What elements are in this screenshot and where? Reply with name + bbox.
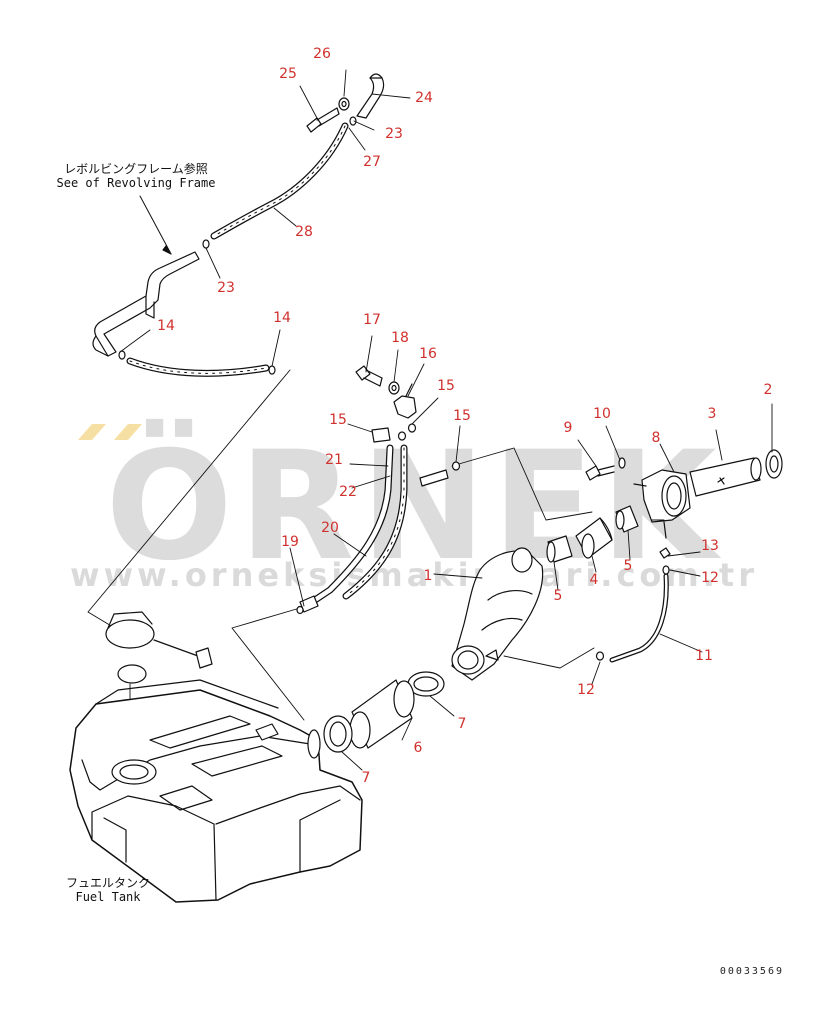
fitting-19 (296, 595, 319, 615)
strainer-3 (689, 457, 762, 497)
clamps-15 (371, 423, 461, 471)
callout-8: 8 (651, 430, 661, 446)
callout-19: 19 (281, 534, 299, 550)
filler-neck-8 (633, 469, 691, 539)
callout-22: 22 (339, 484, 357, 500)
fuel-tank (69, 679, 363, 903)
callout-24: 24 (415, 90, 433, 106)
cap-2 (765, 449, 783, 479)
hoses-20-21-22 (308, 444, 449, 606)
bolt-9 (585, 465, 615, 481)
callout-15b: 15 (329, 412, 347, 428)
callout-14b: 14 (273, 310, 291, 326)
callout-15c: 15 (453, 408, 471, 424)
clamp-5-left (546, 535, 573, 563)
callout-11: 11 (695, 648, 713, 664)
callout-18: 18 (391, 330, 409, 346)
callout-23b: 23 (385, 126, 403, 142)
fuel-tank-caption-jp: フュエルタンク (65, 876, 151, 890)
callout-14a: 14 (157, 318, 175, 334)
callout-16: 16 (419, 346, 437, 362)
drawing-number: 00033569 (719, 966, 784, 977)
elbow-16 (393, 383, 417, 419)
callout-7a: 7 (457, 716, 467, 732)
hose-14 (118, 350, 276, 377)
hose-4 (575, 517, 613, 559)
filler-tube-1 (451, 547, 544, 681)
clamp-23-lower (202, 239, 210, 249)
washer-10 (618, 457, 626, 469)
callout-7b: 7 (361, 770, 371, 786)
callout-2: 2 (763, 382, 773, 398)
callout-10: 10 (593, 406, 611, 422)
callout-27: 27 (363, 154, 381, 170)
callout-20: 20 (321, 520, 339, 536)
bolt-17 (355, 365, 383, 387)
fuel-tank-caption: フュエルタンク Fuel Tank (66, 876, 150, 904)
hose-11 (595, 565, 670, 663)
washer-18 (388, 381, 400, 395)
callout-21: 21 (325, 452, 343, 468)
callout-13: 13 (701, 538, 719, 554)
vent-elbow-24 (356, 73, 385, 119)
clamp-5-right (615, 505, 639, 533)
sender-unit (105, 611, 213, 669)
hose-6 (349, 679, 415, 749)
callout-12b: 12 (577, 682, 595, 698)
callout-15a: 15 (437, 378, 455, 394)
revolving-frame-caption: レボルビングフレーム参照 See of Revolving Frame (57, 162, 216, 190)
revolving-frame-caption-jp: レボルビングフレーム参照 (64, 162, 208, 176)
revolving-frame-pipe (92, 251, 200, 357)
callout-5a: 5 (553, 588, 563, 604)
callout-28: 28 (295, 224, 313, 240)
callout-6: 6 (413, 740, 423, 756)
callout-3: 3 (707, 406, 717, 422)
callout-4: 4 (589, 572, 599, 588)
callout-25: 25 (279, 66, 297, 82)
callout-17: 17 (363, 312, 381, 328)
gasket (117, 664, 147, 684)
clamp-7-lower (323, 715, 353, 753)
callout-5b: 5 (623, 558, 633, 574)
callout-1: 1 (423, 568, 433, 584)
revolving-frame-caption-en: See of Revolving Frame (56, 176, 216, 190)
callout-9: 9 (563, 420, 573, 436)
fuel-tank-caption-en: Fuel Tank (75, 890, 141, 904)
bolt-25 (306, 107, 340, 133)
fitting-13 (659, 547, 671, 559)
callout-23a: 23 (217, 280, 235, 296)
clamp-23-upper (349, 116, 357, 126)
washer-26 (338, 97, 350, 111)
callout-12a: 12 (701, 570, 719, 586)
callout-26: 26 (313, 46, 331, 62)
hose-27-28 (210, 122, 349, 240)
leader-lines (119, 69, 773, 771)
